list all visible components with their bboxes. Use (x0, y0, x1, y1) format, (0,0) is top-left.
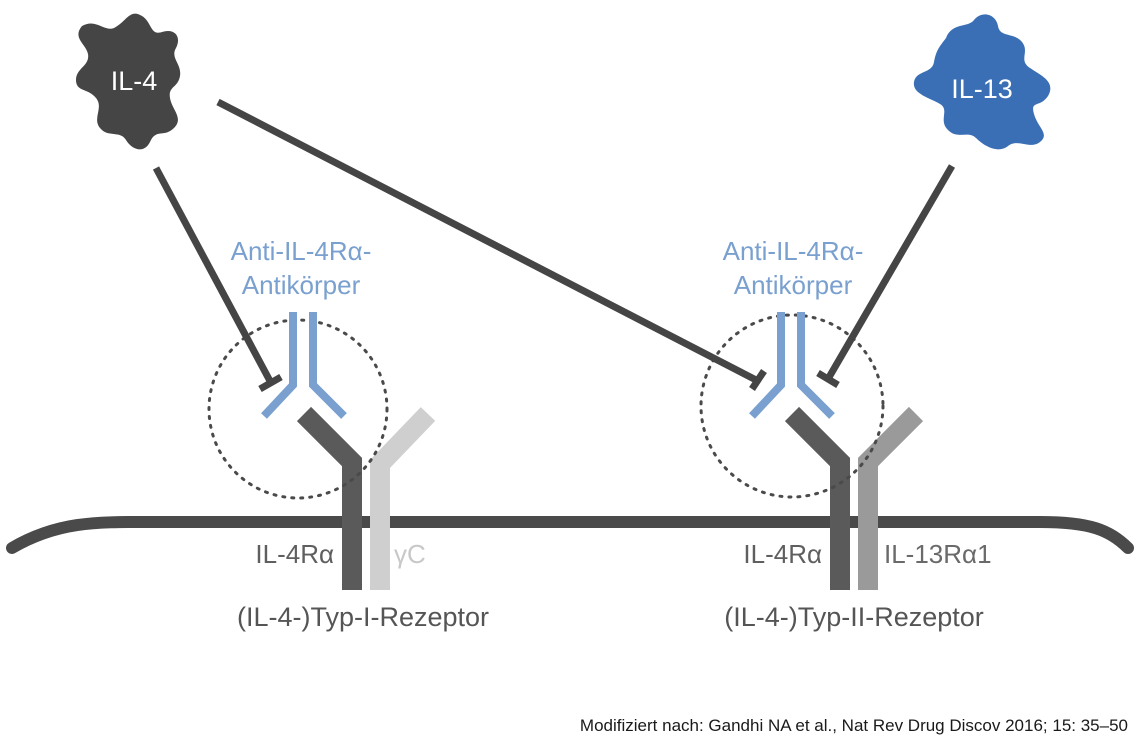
il13r-label: IL-13Rα1 (884, 539, 992, 569)
antibody-label-line2: Antikörper (242, 270, 361, 300)
il13-to-type2-tbar (816, 369, 840, 389)
antibody-label-type1: Anti-IL-4Rα- Antikörper (231, 236, 372, 300)
il4-to-type1-line (152, 166, 274, 383)
il4r-chain-type2 (784, 406, 850, 590)
antibody-type2 (749, 312, 835, 419)
antibody-label-line1: Anti-IL-4Rα- (723, 236, 864, 266)
il13-cytokine: IL-13 (913, 14, 1051, 150)
il4-to-type2-tbar (749, 369, 767, 391)
type2-receptor-complex (699, 312, 924, 590)
antibody-label-type2: Anti-IL-4Rα- Antikörper (723, 236, 864, 300)
type1-receptor-title: (IL-4-)Typ-I-Rezeptor (237, 602, 489, 632)
il4r-label-type2: IL-4Rα (743, 539, 822, 569)
inhibition-lines (152, 98, 956, 393)
binding-site-circle-type2 (699, 313, 885, 499)
gamma-c-chain (370, 407, 436, 590)
type2-receptor-title: (IL-4-)Typ-II-Rezeptor (724, 602, 984, 632)
il13-label: IL-13 (951, 74, 1013, 104)
il4r-chain-type1 (296, 406, 362, 590)
cell-membrane (6, 515, 1134, 554)
il13-to-type2-line (824, 164, 956, 381)
il4-label: IL-4 (111, 66, 158, 96)
binding-site-circle-type1 (207, 318, 389, 500)
citation: Modifiziert nach: Gandhi NA et al., Nat … (580, 716, 1128, 735)
il4-to-type2-line (216, 98, 760, 385)
il4-blob (76, 13, 181, 150)
antibody-label-line1: Anti-IL-4Rα- (231, 236, 372, 266)
gamma-c-label: γC (394, 539, 426, 569)
il4r-label-type1: IL-4Rα (255, 539, 334, 569)
il13r-chain (858, 406, 924, 590)
il4-cytokine: IL-4 (76, 13, 181, 150)
type1-receptor-complex (207, 312, 436, 590)
il13-blob (913, 14, 1051, 150)
il4-to-type1-tbar (258, 373, 283, 393)
antibody-type1 (261, 312, 347, 419)
antibody-label-line2: Antikörper (734, 270, 853, 300)
